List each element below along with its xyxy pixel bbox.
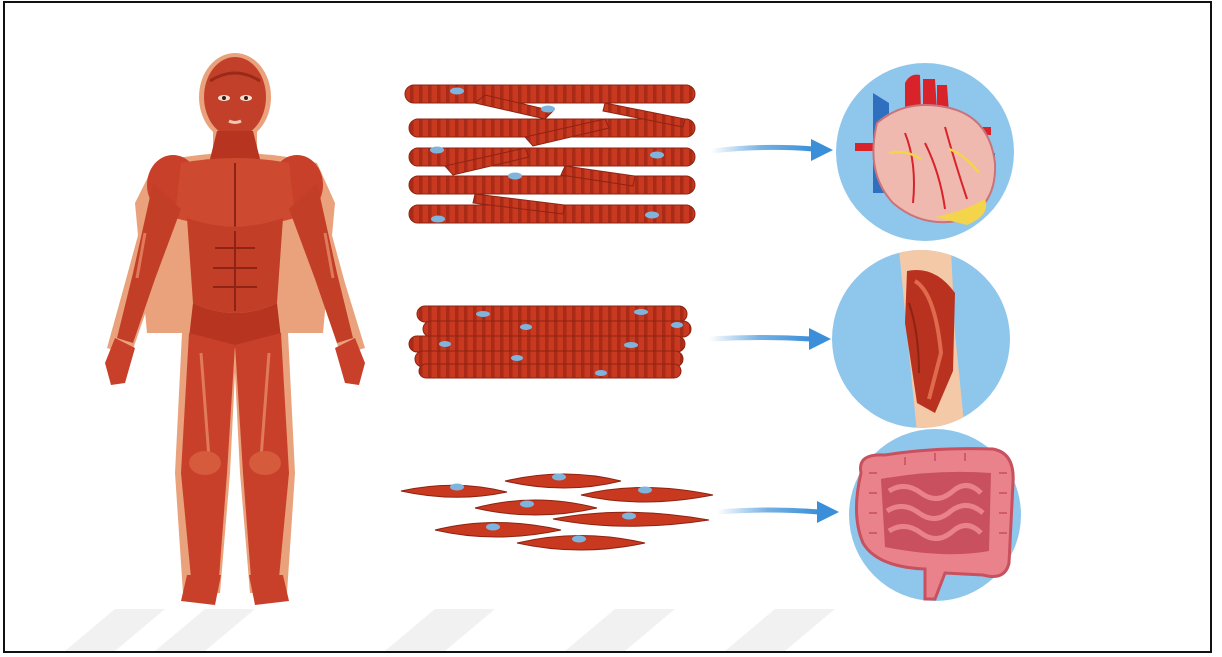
cardiac-muscle-cells	[405, 85, 695, 223]
arrow-icon	[709, 328, 831, 350]
smooth-muscle-cells	[401, 474, 713, 551]
intestine-icon	[849, 429, 1021, 601]
figure-frame	[3, 1, 1212, 653]
leg-muscle-icon	[832, 249, 1010, 433]
watermark	[65, 609, 835, 651]
arrow-icon	[711, 139, 833, 161]
arrow-icon	[717, 501, 839, 523]
muscle-types-diagram	[5, 3, 1210, 651]
skeletal-muscle-fibers	[409, 306, 691, 378]
heart-icon	[836, 63, 1014, 241]
human-muscle-figure	[105, 53, 365, 605]
